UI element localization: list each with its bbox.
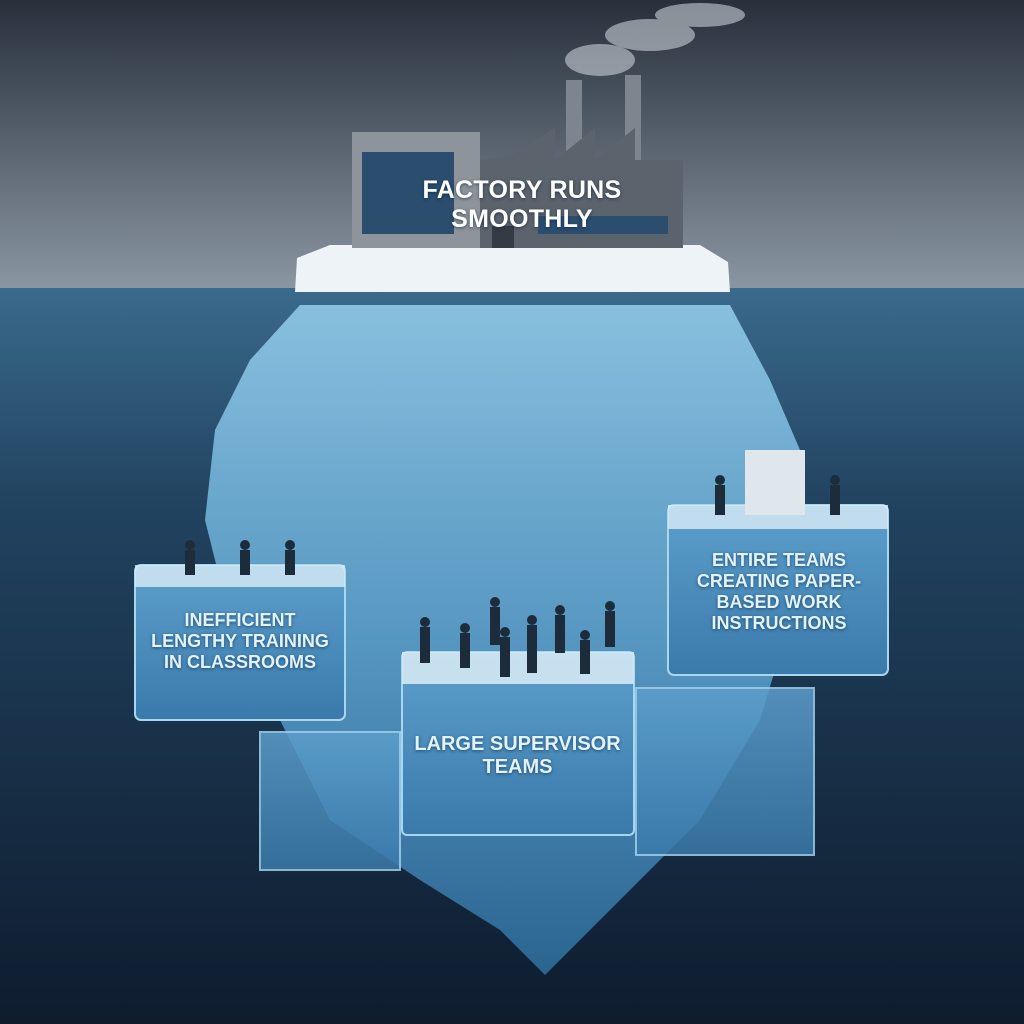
ice-block-lower-left [259, 731, 401, 871]
ice-block-lower-right [635, 687, 815, 856]
ice-block-right [667, 450, 889, 676]
ice-block-center [401, 651, 635, 836]
block-label-paper-instructions: ENTIRE TEAMS CREATING PAPER-BASED WORK I… [696, 550, 862, 633]
people-silhouettes [185, 475, 840, 677]
block-label-supervisors: LARGE SUPERVISOR TEAMS [414, 733, 621, 779]
factory-label: FACTORY RUNS SMOOTHLY [422, 176, 622, 233]
block-label-training: INEFFICIENT LENGTHY TRAINING IN CLASSROO… [151, 610, 329, 672]
factory [352, 75, 683, 248]
smoke [565, 3, 745, 76]
iceberg-tip [295, 245, 730, 292]
